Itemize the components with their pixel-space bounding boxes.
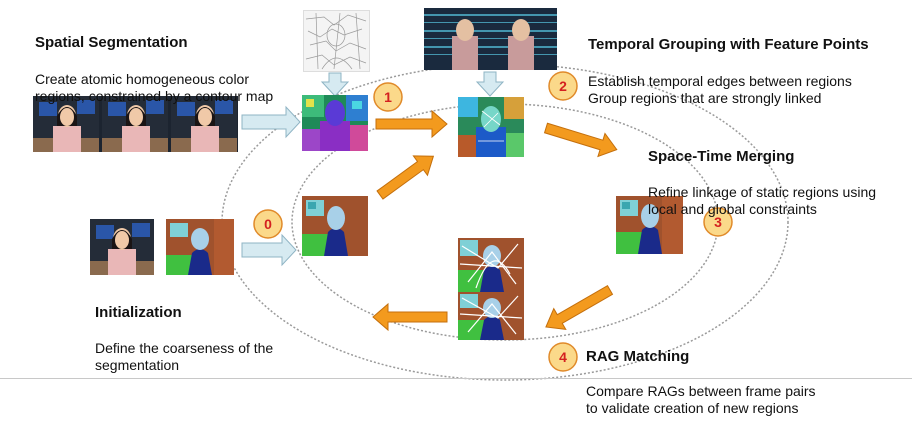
temporal-grouping-desc: Establish temporal edges between regions… xyxy=(588,73,852,106)
rag-matching-frame-bottom xyxy=(458,292,524,340)
initialization-desc: Define the coarseness of the segmentatio… xyxy=(95,340,274,373)
bottom-divider xyxy=(0,378,912,379)
step-spatial-segmentation: Spatial Segmentation Create atomic homog… xyxy=(35,17,305,122)
spatial-segmentation-art xyxy=(302,95,368,151)
badge-step-0: 0 xyxy=(253,209,283,239)
rag-matching-frame-top xyxy=(458,238,524,292)
process-arrow-0-to-1 xyxy=(376,155,435,200)
spatial-segmentation-title: Spatial Segmentation xyxy=(35,34,188,51)
space-time-merging-title: Space-Time Merging xyxy=(648,148,795,165)
initialization-original-frame xyxy=(90,219,154,275)
process-arrow-2-to-3 xyxy=(543,122,618,158)
step-initialization: Initialization Define the coarseness of … xyxy=(95,287,325,391)
temporal-grouping-art xyxy=(458,97,524,157)
temporal-grouping-title: Temporal Grouping with Feature Points xyxy=(588,36,869,53)
spatial-segmentation-desc: Create atomic homogeneous color regions,… xyxy=(35,71,274,104)
badge-label-2: 2 xyxy=(559,78,567,94)
badge-step-2: 2 xyxy=(548,71,578,101)
badge-label-0: 0 xyxy=(264,216,272,232)
feature-points-art xyxy=(424,8,557,70)
space-time-merging-image xyxy=(616,196,683,254)
input-arrow-features xyxy=(475,71,505,97)
input-video-frames-art xyxy=(33,96,237,152)
step-space-time-merging: Space-Time Merging Refine linkage of sta… xyxy=(648,131,910,235)
space-time-merging-art xyxy=(616,196,683,254)
rag-matching-desc: Compare RAGs between frame pairs to vali… xyxy=(586,383,816,416)
rag-top-art xyxy=(458,238,524,292)
input-arrow-contour xyxy=(320,72,350,97)
feature-points-image xyxy=(424,8,557,70)
contour-map-image xyxy=(303,10,370,72)
initialization-coarse-art xyxy=(166,219,234,275)
cycle-diagram: 1 2 3 4 0 xyxy=(221,63,789,381)
initialization-cycle-image xyxy=(302,196,368,256)
badge-step-3: 3 xyxy=(703,207,733,237)
spatial-segmentation-image xyxy=(302,95,368,151)
badge-step-1: 1 xyxy=(373,82,403,112)
badge-step-4: 4 xyxy=(548,342,578,372)
input-arrow-init xyxy=(241,233,297,267)
input-arrow-video xyxy=(241,105,301,139)
process-arrow-3-to-4 xyxy=(545,284,614,331)
temporal-grouping-image xyxy=(458,97,524,157)
space-time-merging-desc: Refine linkage of static regions using l… xyxy=(648,184,877,217)
input-video-frames xyxy=(33,96,238,152)
initialization-coarse-segmentation xyxy=(166,219,234,275)
initialization-title: Initialization xyxy=(95,304,182,321)
initialization-original-art xyxy=(90,219,154,275)
badge-label-3: 3 xyxy=(714,214,722,230)
rag-matching-title: RAG Matching xyxy=(586,348,690,365)
outer-cycle-ellipse xyxy=(221,63,789,381)
rag-bottom-art xyxy=(458,292,524,340)
badge-label-1: 1 xyxy=(384,89,392,105)
process-arrow-1-to-2 xyxy=(375,109,448,139)
contour-map-art xyxy=(305,12,367,70)
badge-label-4: 4 xyxy=(559,349,567,365)
step-temporal-grouping: Temporal Grouping with Feature Points Es… xyxy=(588,19,908,124)
process-arrow-4-to-0 xyxy=(372,302,448,332)
initialization-cycle-art xyxy=(302,196,368,256)
